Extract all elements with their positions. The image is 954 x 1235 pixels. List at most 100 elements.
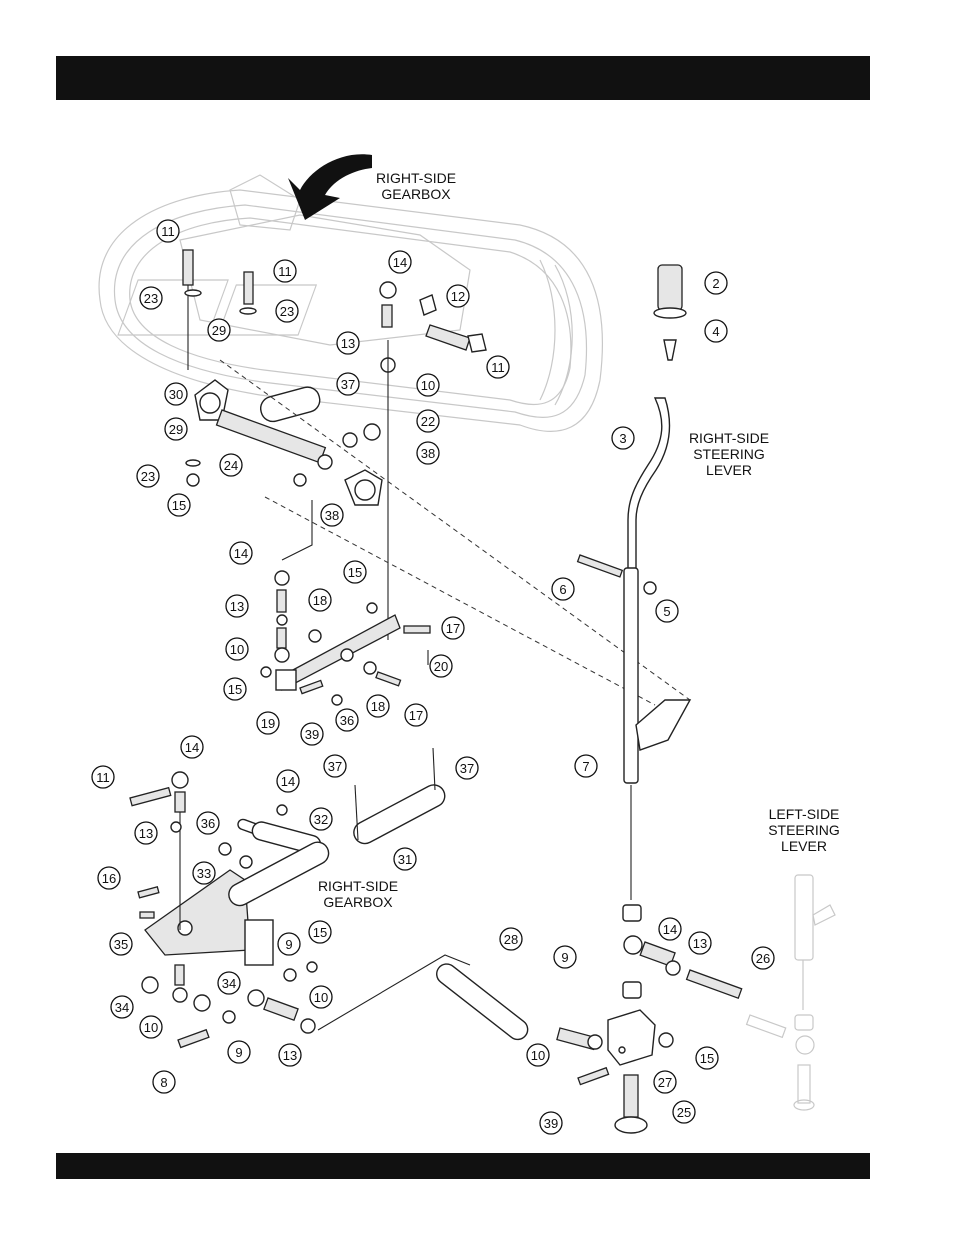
callout-10: 10 [417, 374, 439, 396]
callout-number: 11 [161, 224, 175, 239]
callout-38: 38 [321, 504, 343, 526]
callout-25: 25 [673, 1101, 695, 1123]
callout-number: 23 [280, 304, 294, 319]
callout-number: 32 [314, 812, 328, 827]
callout-number: 15 [313, 925, 327, 940]
callout-number: 25 [677, 1105, 691, 1120]
callout-9: 9 [278, 933, 300, 955]
callout-29: 29 [208, 319, 230, 341]
callout-number: 13 [283, 1048, 297, 1063]
steer-left-caption-line2: STEERING [768, 822, 840, 838]
callout-30: 30 [165, 383, 187, 405]
callout-10: 10 [310, 986, 332, 1008]
callout-number: 27 [658, 1075, 672, 1090]
steer-left-caption-line1: LEFT-SIDE [769, 806, 840, 822]
callout-number: 11 [491, 360, 505, 375]
callout-27: 27 [654, 1071, 676, 1093]
callout-number: 39 [544, 1116, 558, 1131]
callout-13: 13 [337, 332, 359, 354]
callout-number: 33 [197, 866, 211, 881]
callout-17: 17 [405, 704, 427, 726]
steer-left-caption-line3: LEVER [781, 838, 827, 854]
middle-linkage [261, 500, 430, 705]
callout-number: 15 [228, 682, 242, 697]
callout-number: 4 [712, 324, 719, 339]
callout-37: 37 [456, 757, 478, 779]
callout-number: 15 [172, 498, 186, 513]
callout-3: 3 [612, 427, 634, 449]
callout-number: 23 [144, 291, 158, 306]
callout-26: 26 [752, 947, 774, 969]
callout-18: 18 [309, 589, 331, 611]
callout-14: 14 [389, 251, 411, 273]
callout-number: 5 [663, 604, 670, 619]
callout-33: 33 [193, 862, 215, 884]
callout-13: 13 [279, 1044, 301, 1066]
callout-number: 6 [559, 582, 566, 597]
callout-number: 36 [201, 816, 215, 831]
callout-number: 35 [114, 937, 128, 952]
callout-number: 30 [169, 387, 183, 402]
callout-14: 14 [230, 542, 252, 564]
gearbox-top-caption-line2: GEARBOX [381, 186, 451, 202]
callout-number: 15 [700, 1051, 714, 1066]
callout-number: 29 [212, 323, 226, 338]
callout-34: 34 [218, 972, 240, 994]
callout-number: 17 [409, 708, 423, 723]
gearbox-top-caption-line1: RIGHT-SIDE [376, 170, 456, 186]
captions: RIGHT-SIDE GEARBOX RIGHT-SIDE STEERING L… [318, 170, 840, 910]
callout-number: 2 [712, 276, 719, 291]
callout-number: 13 [693, 936, 707, 951]
callout-12: 12 [447, 285, 469, 307]
callout-number: 10 [230, 642, 244, 657]
callout-number: 14 [663, 922, 677, 937]
callout-13: 13 [226, 595, 248, 617]
callout-number: 12 [451, 289, 465, 304]
callout-number: 24 [224, 458, 238, 473]
callout-number: 3 [619, 431, 626, 446]
callout-38: 38 [417, 442, 439, 464]
callout-14: 14 [277, 770, 299, 792]
callout-number: 13 [139, 826, 153, 841]
callout-number: 18 [313, 593, 327, 608]
callout-number: 37 [328, 759, 342, 774]
callout-15: 15 [224, 678, 246, 700]
callout-number: 10 [421, 378, 435, 393]
callout-number: 9 [235, 1045, 242, 1060]
callout-9: 9 [228, 1041, 250, 1063]
callout-9: 9 [554, 946, 576, 968]
callout-4: 4 [705, 320, 727, 342]
callout-number: 23 [141, 469, 155, 484]
callout-number: 18 [371, 699, 385, 714]
callout-number: 31 [398, 852, 412, 867]
callout-number: 17 [446, 621, 460, 636]
callout-number: 9 [285, 937, 292, 952]
callout-number: 13 [230, 599, 244, 614]
callout-23: 23 [137, 465, 159, 487]
callout-number: 8 [160, 1075, 167, 1090]
callout-24: 24 [220, 454, 242, 476]
callout-6: 6 [552, 578, 574, 600]
callout-number: 37 [460, 761, 474, 776]
callout-number: 19 [261, 716, 275, 731]
callout-13: 13 [689, 932, 711, 954]
callout-32: 32 [310, 808, 332, 830]
callout-number: 10 [144, 1020, 158, 1035]
callout-10: 10 [226, 638, 248, 660]
callout-number: 20 [434, 659, 448, 674]
callout-13: 13 [135, 822, 157, 844]
callout-number: 10 [531, 1048, 545, 1063]
left-steering-lever [747, 875, 835, 1110]
callout-number: 39 [305, 727, 319, 742]
callout-36: 36 [336, 709, 358, 731]
callout-31: 31 [394, 848, 416, 870]
callout-39: 39 [301, 723, 323, 745]
callout-2: 2 [705, 272, 727, 294]
callout-number: 10 [314, 990, 328, 1005]
callout-number: 9 [561, 950, 568, 965]
callout-number: 7 [582, 759, 589, 774]
callout-10: 10 [140, 1016, 162, 1038]
callout-29: 29 [165, 418, 187, 440]
callout-11: 11 [274, 260, 296, 282]
